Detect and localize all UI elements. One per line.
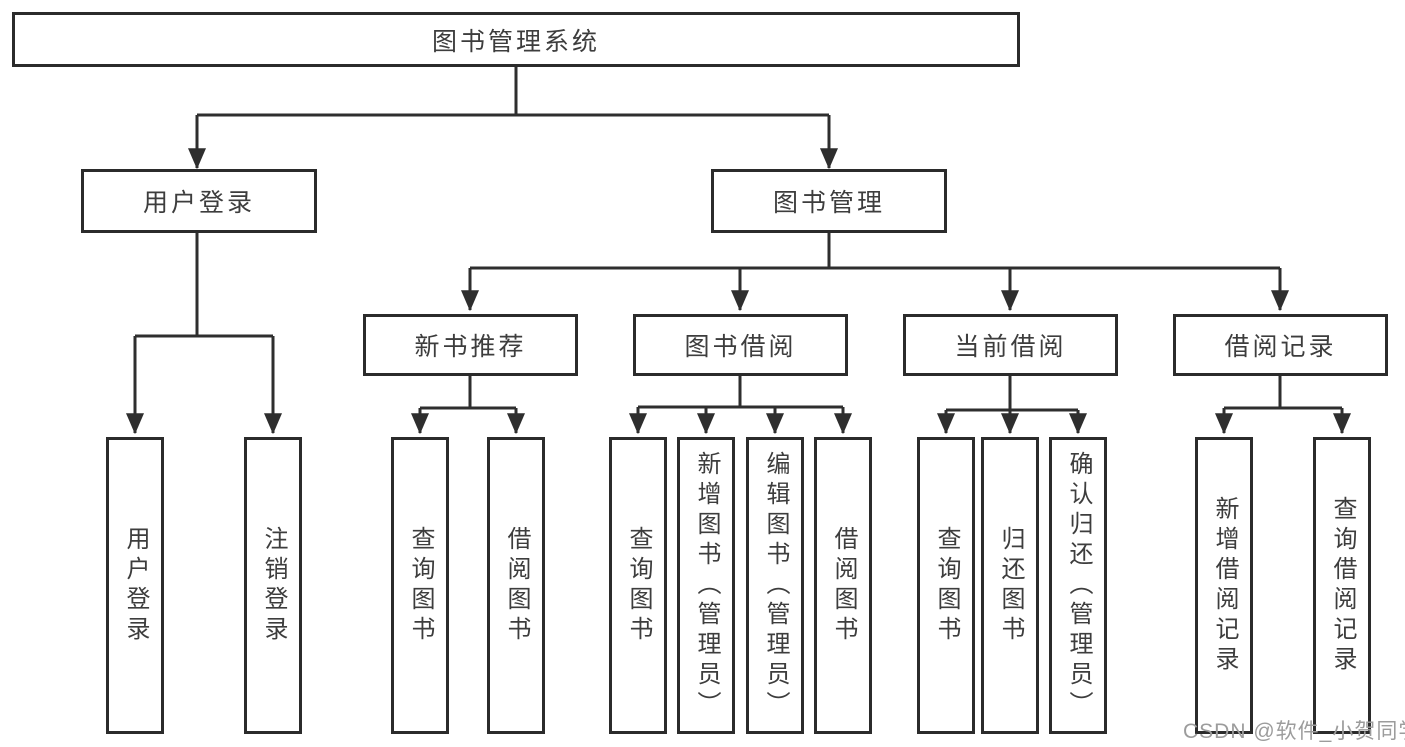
connector-rec-stem: [420, 376, 516, 410]
node-new-book-rec: 新书推荐: [363, 314, 578, 376]
connector-br-stem: [1224, 376, 1342, 410]
leaf-bb-edit-book: 编辑图书（管理员）: [746, 437, 804, 734]
leaf-br-query-record: 查询借阅记录: [1313, 437, 1371, 734]
node-borrow-records: 借阅记录: [1173, 314, 1388, 376]
watermark: CSDN @软件_小贺同学: [1183, 720, 1405, 743]
leaf-rec-borrow-book: 借阅图书: [487, 437, 545, 734]
leaf-br-add-record: 新增借阅记录: [1195, 437, 1253, 734]
leaf-bb-add-book: 新增图书（管理员）: [677, 437, 735, 734]
leaf-cb-query-book: 查询图书: [917, 437, 975, 734]
leaf-rec-query-book: 查询图书: [391, 437, 449, 734]
connector-user-stem: [135, 233, 273, 338]
leaf-cb-confirm-return: 确认归还（管理员）: [1049, 437, 1107, 734]
connector-cb-stem: [946, 376, 1078, 412]
node-book-mgmt: 图书管理: [711, 169, 947, 233]
leaf-logout: 注销登录: [244, 437, 302, 734]
node-current-borrow: 当前借阅: [903, 314, 1118, 376]
node-book-borrow: 图书借阅: [633, 314, 848, 376]
leaf-bb-query-book: 查询图书: [609, 437, 667, 734]
connector-bb-stem: [638, 376, 843, 409]
node-user-login: 用户登录: [81, 169, 317, 233]
connector-root-stem: [197, 66, 829, 117]
node-root-system: 图书管理系统: [12, 12, 1020, 67]
leaf-cb-return-book: 归还图书: [981, 437, 1039, 734]
leaf-bb-borrow-book: 借阅图书: [814, 437, 872, 734]
leaf-user-login: 用户登录: [106, 437, 164, 734]
connector-book-stem: [470, 233, 1280, 270]
